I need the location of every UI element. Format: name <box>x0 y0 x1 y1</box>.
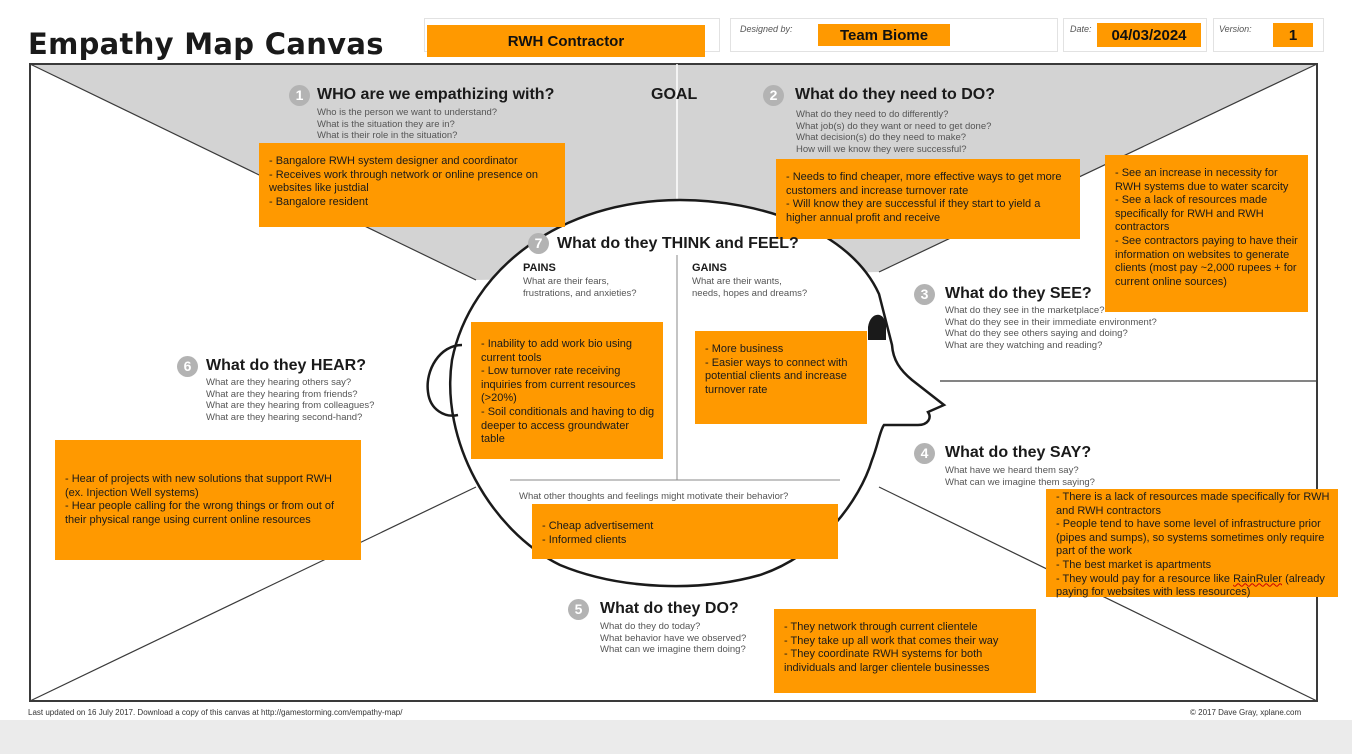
motivate-prompt: What other thoughts and feelings might m… <box>519 491 789 502</box>
designed-by-label: Designed by: <box>740 24 793 34</box>
gains-sticky-note[interactable]: - More business - Easier ways to connect… <box>695 331 867 424</box>
motivate-sticky-note[interactable]: - Cheap advertisement - Informed clients <box>532 504 838 559</box>
project-value[interactable]: RWH Contractor <box>427 25 705 57</box>
say-prompts: What have we heard them say? What can we… <box>945 465 1095 488</box>
version-value[interactable]: 1 <box>1273 23 1313 47</box>
section-5-badge: 5 <box>568 599 589 620</box>
hear-heading: What do they HEAR? <box>206 357 366 374</box>
footer-left: Last updated on 16 July 2017. Download a… <box>28 708 403 717</box>
gains-prompts: What are their wants, needs, hopes and d… <box>692 276 808 299</box>
ear-outline <box>426 343 463 417</box>
pains-label: PAINS <box>523 262 556 274</box>
goal-label: GOAL <box>651 86 698 103</box>
do-heading: What do they DO? <box>600 600 739 617</box>
eye-mark <box>868 314 886 340</box>
section-1-badge: 1 <box>289 85 310 106</box>
section-7-badge: 7 <box>528 233 549 254</box>
pains-prompts: What are their fears, frustrations, and … <box>523 276 637 299</box>
hear-sticky-note[interactable]: - Hear of projects with new solutions th… <box>55 440 361 560</box>
do-need-heading: What do they need to DO? <box>795 86 995 103</box>
see-heading: What do they SEE? <box>945 285 1092 302</box>
page-title: Empathy Map Canvas <box>28 27 384 61</box>
goal-region <box>30 64 1317 280</box>
designed-by-value[interactable]: Team Biome <box>818 24 950 46</box>
date-value[interactable]: 04/03/2024 <box>1097 23 1201 47</box>
do-need-prompts: What do they need to do differently? Wha… <box>796 109 992 155</box>
say-heading: What do they SAY? <box>945 444 1092 461</box>
section-4-badge: 4 <box>914 443 935 464</box>
section-2-badge: 2 <box>763 85 784 106</box>
date-label: Date: <box>1070 24 1092 34</box>
say-sticky-note[interactable]: - There is a lack of resources made spec… <box>1046 489 1338 598</box>
see-sticky-note[interactable]: - See an increase in necessity for RWH s… <box>1105 155 1308 312</box>
do-need-sticky-note[interactable]: - Needs to find cheaper, more effective … <box>776 159 1080 239</box>
who-prompts: Who is the person we want to understand?… <box>317 107 498 141</box>
do-sticky-note[interactable]: - They network through current clientele… <box>774 609 1036 693</box>
gains-label: GAINS <box>692 262 727 274</box>
who-heading: WHO are we empathizing with? <box>317 86 555 103</box>
who-sticky-note[interactable]: - Bangalore RWH system designer and coor… <box>259 143 565 227</box>
see-prompts: What do they see in the marketplace? Wha… <box>945 305 1157 351</box>
do-prompts: What do they do today? What behavior hav… <box>600 621 747 655</box>
footer-right: © 2017 Dave Gray, xplane.com <box>1190 708 1302 717</box>
section-3-badge: 3 <box>914 284 935 305</box>
think-feel-heading: What do they THINK and FEEL? <box>557 235 799 252</box>
section-6-badge: 6 <box>177 356 198 377</box>
pains-sticky-note[interactable]: - Inability to add work bio using curren… <box>471 322 663 459</box>
hear-prompts: What are they hearing others say? What a… <box>206 377 375 423</box>
version-label: Version: <box>1219 24 1252 34</box>
